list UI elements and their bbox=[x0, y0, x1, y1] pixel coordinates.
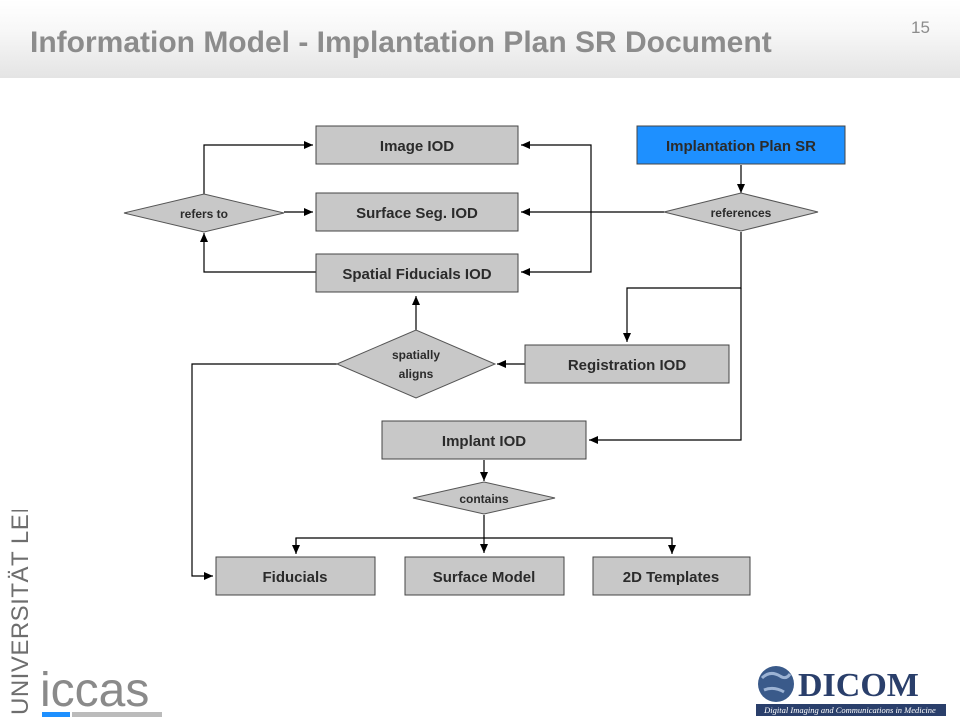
svg-text:references: references bbox=[711, 206, 772, 220]
connectors bbox=[191, 141, 745, 580]
node-fiducials: Fiducials bbox=[215, 556, 376, 596]
node-surface-model: Surface Model bbox=[404, 556, 565, 596]
svg-text:2D Templates: 2D Templates bbox=[623, 569, 719, 586]
svg-text:spatially: spatially bbox=[392, 348, 440, 362]
relation-refers-to: refers to bbox=[123, 193, 285, 233]
connector-references-spatial-fiducials bbox=[521, 212, 592, 276]
university-leipzig-logo: UNIVERSITÄT LEIPZIG bbox=[7, 510, 34, 715]
svg-text:Digital Imaging and Communicat: Digital Imaging and Communications in Me… bbox=[763, 705, 936, 715]
relation-references: references bbox=[663, 192, 819, 232]
node-image-iod: Image IOD bbox=[315, 125, 519, 165]
svg-text:Spatial Fiducials IOD: Spatial Fiducials IOD bbox=[342, 266, 491, 283]
node-implant-iod: Implant IOD bbox=[381, 420, 587, 460]
svg-text:Surface Model: Surface Model bbox=[433, 569, 536, 586]
node-spatial-fiducials-iod: Spatial Fiducials IOD bbox=[315, 253, 519, 293]
iccas-logo: iccas bbox=[40, 664, 162, 717]
svg-text:refers to: refers to bbox=[180, 207, 228, 221]
connector-references-implant bbox=[589, 288, 742, 444]
svg-text:iccas: iccas bbox=[40, 664, 149, 717]
node-2d-templates: 2D Templates bbox=[592, 556, 751, 596]
svg-text:Surface Seg. IOD: Surface Seg. IOD bbox=[356, 205, 478, 222]
connector-references-image bbox=[521, 141, 592, 212]
svg-text:Fiducials: Fiducials bbox=[262, 569, 327, 586]
svg-text:DICOM: DICOM bbox=[798, 667, 919, 704]
relation-contains: contains bbox=[412, 481, 556, 515]
svg-text:Image IOD: Image IOD bbox=[380, 138, 454, 155]
header-band bbox=[0, 0, 960, 78]
connector-references-registration bbox=[623, 232, 742, 342]
svg-text:Implantation Plan SR: Implantation Plan SR bbox=[666, 138, 816, 155]
relation-spatially-aligns: spatially aligns bbox=[335, 329, 497, 399]
connector-refers-to-image bbox=[203, 141, 313, 195]
svg-text:UNIVERSITÄT LEIPZIG: UNIVERSITÄT LEIPZIG bbox=[7, 510, 34, 715]
svg-text:aligns: aligns bbox=[399, 367, 434, 381]
connector-aligns-fiducials bbox=[191, 363, 337, 580]
page-number: 15 bbox=[911, 18, 930, 37]
dicom-logo: DICOM Digital Imaging and Communications… bbox=[756, 666, 946, 716]
svg-text:Implant IOD: Implant IOD bbox=[442, 433, 526, 450]
slide-title: Information Model - Implantation Plan SR… bbox=[30, 26, 772, 59]
svg-text:Registration IOD: Registration IOD bbox=[568, 357, 687, 374]
node-registration-iod: Registration IOD bbox=[524, 344, 730, 384]
node-implantation-plan-sr: Implantation Plan SR bbox=[636, 125, 846, 165]
node-surface-seg-iod: Surface Seg. IOD bbox=[315, 192, 519, 232]
svg-text:contains: contains bbox=[459, 492, 509, 506]
connector-spatial-fiducials-refers-to bbox=[200, 233, 316, 273]
